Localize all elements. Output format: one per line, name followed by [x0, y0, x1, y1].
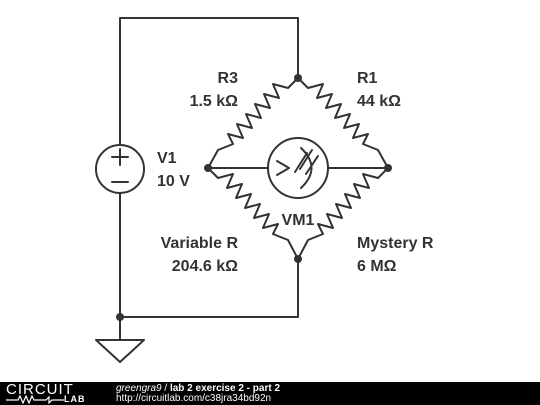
- mystery-r-name-label: Mystery R: [357, 235, 434, 252]
- node-bottom: [294, 255, 302, 263]
- author-link[interactable]: greengra9: [116, 383, 162, 394]
- vm1-name-label: VM1: [282, 212, 315, 229]
- resistor-mystery-r: [297, 167, 389, 260]
- circuit-title: lab 2 exercise 2 - part 2: [169, 383, 281, 394]
- logo-wave-icon: [6, 395, 64, 404]
- node-left: [204, 164, 212, 172]
- footer-credit: greengra9 / lab 2 exercise 2 - part 2: [116, 383, 280, 394]
- mystery-r-value-label: 6 MΩ: [357, 258, 397, 275]
- logo-wordmark: CIRCUIT: [6, 381, 74, 398]
- v1-value-label: 10 V: [157, 173, 190, 190]
- variable-r-value-label: 204.6 kΩ: [172, 258, 238, 275]
- variable-r-name-label: Variable R: [161, 235, 239, 252]
- schematic: R3 1.5 kΩ R1 44 kΩ V1 10 V VM1 Variable …: [95, 17, 434, 363]
- wire-top: [119, 17, 299, 146]
- ground-symbol: [95, 339, 145, 363]
- node-top: [294, 74, 302, 82]
- wire-left: [119, 192, 299, 318]
- voltage-source-v1: [95, 144, 145, 194]
- circuit-url-link[interactable]: http://circuitlab.com/c38jra34bd92n: [116, 393, 272, 404]
- v1-name-label: V1: [157, 150, 177, 167]
- node-right: [384, 164, 392, 172]
- r3-name-label: R3: [218, 70, 239, 87]
- footer-bar: CIRCUIT LAB greengra9 / lab 2 exercise 2…: [0, 382, 540, 405]
- node-ground: [116, 313, 124, 321]
- footer-separator: /: [161, 383, 170, 394]
- r1-value-label: 44 kΩ: [357, 93, 401, 110]
- r3-value-label: 1.5 kΩ: [190, 93, 239, 110]
- logo-sub-wordmark: LAB: [64, 394, 86, 404]
- resistor-variable-r: [207, 167, 299, 260]
- resistor-r1: [297, 77, 389, 169]
- r1-name-label: R1: [357, 70, 378, 87]
- resistor-r3: [207, 77, 299, 169]
- voltmeter-scale-icon: [294, 147, 319, 189]
- circuitlab-logo[interactable]: CIRCUIT LAB: [6, 382, 102, 405]
- voltmeter-arrow-icon: [276, 160, 290, 176]
